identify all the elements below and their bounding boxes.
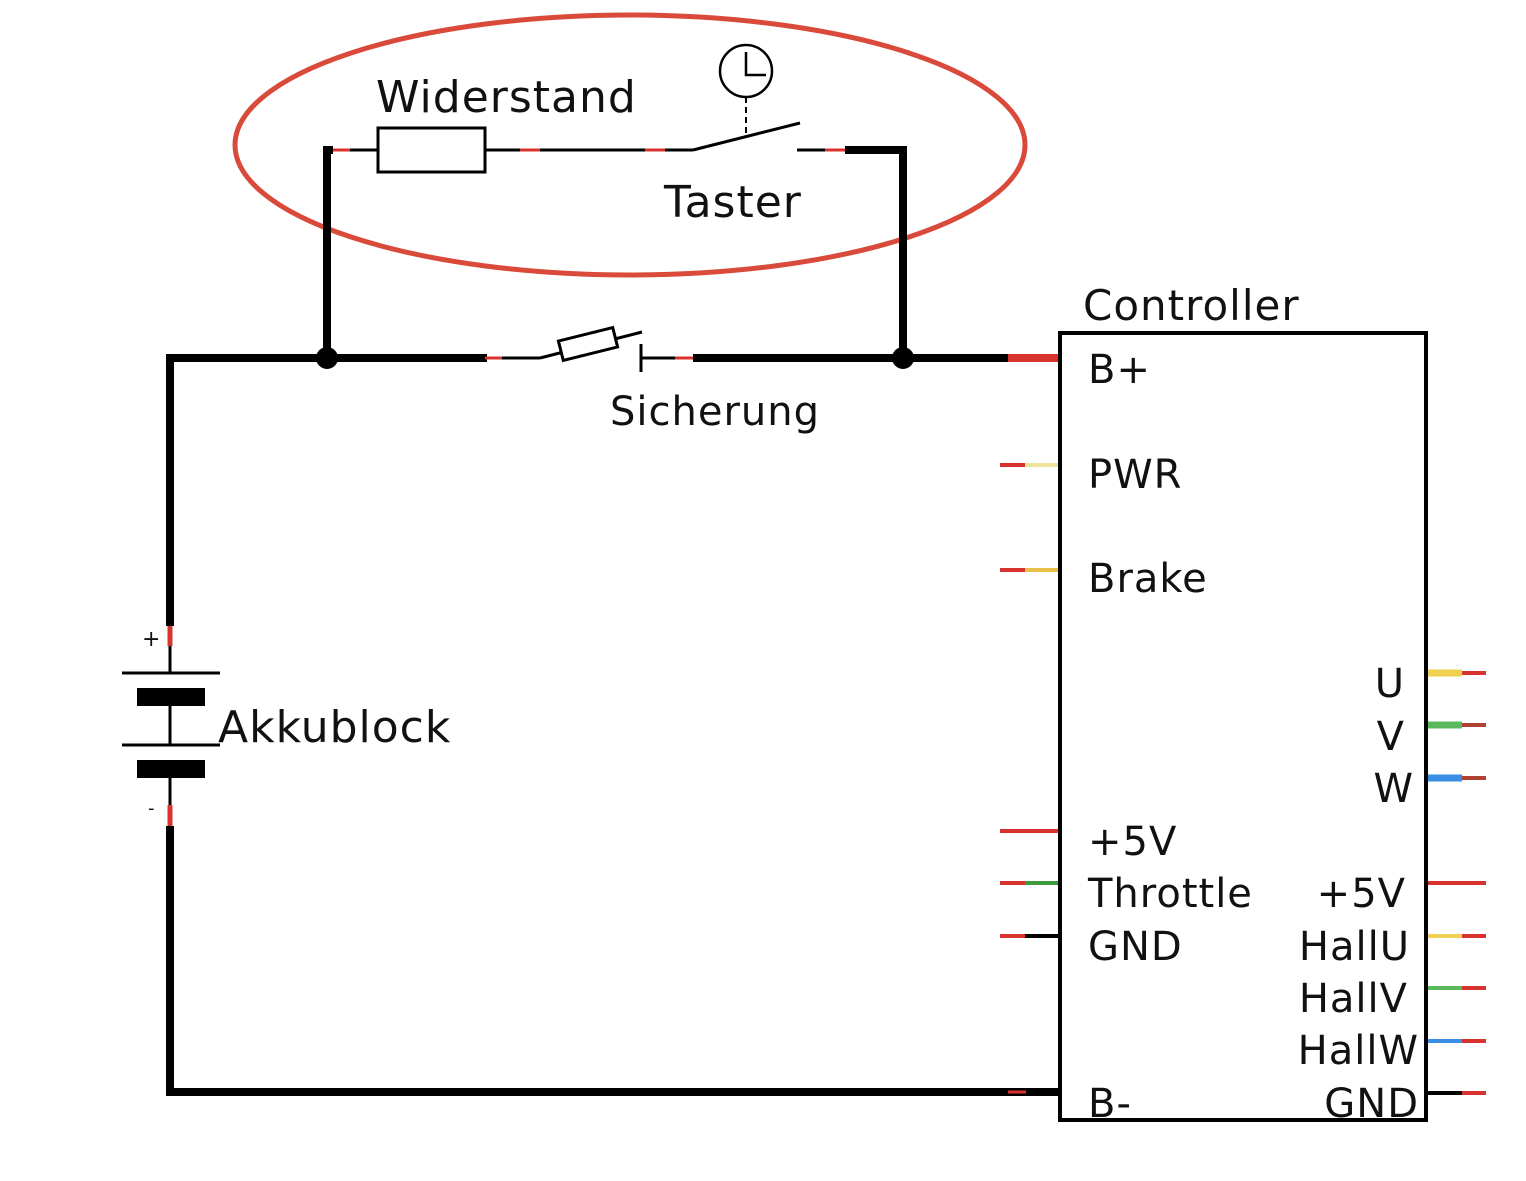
right-pin-wires bbox=[1428, 669, 1486, 1095]
battery-plus-label: + bbox=[142, 627, 160, 652]
battery-minus-label: - bbox=[148, 798, 155, 819]
left-pin-wires bbox=[1000, 463, 1058, 938]
pin-label-5v-right: +5V bbox=[1317, 871, 1406, 917]
battery-symbol bbox=[122, 671, 220, 778]
pin-label-hallw: HallW bbox=[1298, 1028, 1419, 1074]
pin-label-hallv: HallV bbox=[1299, 976, 1408, 1022]
resistor-symbol bbox=[376, 126, 487, 174]
fuse-label: Sicherung bbox=[610, 389, 820, 435]
clock-icon bbox=[718, 43, 774, 99]
battery-wire bbox=[166, 354, 1058, 1096]
timed-push-button-symbol bbox=[692, 97, 801, 152]
battery-label: Akkublock bbox=[218, 702, 451, 753]
pin-label-pwr: PWR bbox=[1088, 452, 1182, 498]
highlight-ellipse bbox=[232, 12, 1028, 278]
pin-label-u: U bbox=[1375, 661, 1405, 707]
pin-label-gnd-right: GND bbox=[1324, 1081, 1419, 1127]
pin-label-gnd-left: GND bbox=[1088, 924, 1183, 970]
pin-label-w: W bbox=[1373, 766, 1414, 812]
pin-label-throttle: Throttle bbox=[1087, 871, 1253, 917]
fuse-symbol bbox=[556, 325, 620, 363]
pin-label-bminus: B- bbox=[1088, 1081, 1132, 1127]
pin-label-brake: Brake bbox=[1088, 556, 1208, 602]
controller-box bbox=[1058, 331, 1428, 1122]
pin-label-5v-left: +5V bbox=[1088, 819, 1177, 865]
pin-label-v: V bbox=[1377, 714, 1405, 760]
pin-label-bplus: B+ bbox=[1088, 347, 1151, 393]
button-label: Taster bbox=[663, 177, 802, 228]
resistor-label: Widerstand bbox=[376, 72, 637, 123]
pin-label-hallu: HallU bbox=[1299, 924, 1410, 970]
controller-title: Controller bbox=[1083, 281, 1300, 330]
bypass-branch bbox=[323, 146, 907, 358]
